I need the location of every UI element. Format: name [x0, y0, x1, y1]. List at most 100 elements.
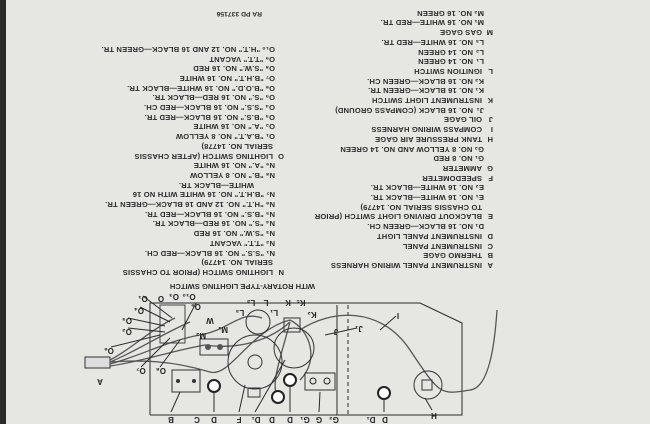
label-d: D: [382, 415, 388, 424]
legend-item: SERIAL NO. 14779): [101, 258, 284, 268]
legend-item: N₆"H.T." NO. 12 AND 16 BLACK—GREEN TR.: [101, 199, 284, 209]
label-o3: O₃: [169, 292, 179, 301]
legend-item: G₁NO. 8 RED: [315, 154, 493, 164]
legend-item: N₃"S.W." NO. 16 RED: [101, 228, 284, 238]
legend-item: L₁NO. 14 GREEN: [315, 57, 493, 67]
legend-item: O₅"S." NO. 16 RED—BLACK TR.: [101, 93, 284, 103]
legend-code: O: [277, 151, 284, 161]
compass-harness-wire: [299, 309, 498, 393]
legend-code: N₅: [265, 209, 275, 219]
legend-code: G₁: [474, 154, 484, 164]
panel-light: [207, 379, 221, 393]
label-o4: O₄: [134, 306, 144, 315]
legend-item: HTANK PRESSURE AIR GAGE: [315, 134, 493, 144]
label-a: A: [97, 377, 103, 386]
label-j: J: [334, 327, 338, 336]
legend-item: WHITE—BLACK TR.: [101, 180, 284, 190]
diagram-title: WITH ROTARY-TYPE LIGHTING SWITCH: [169, 282, 315, 291]
label-d1: D₁: [366, 415, 376, 424]
legend-code: B: [487, 251, 493, 261]
speedometer: [227, 334, 283, 398]
legend-text: SERIAL NO. 14779): [201, 258, 273, 268]
legend-item: J₁NO. 16 BLACK (COMPASS GROUND): [315, 105, 493, 115]
legend-text: THERMO GAGE: [422, 251, 482, 261]
label-c: C: [194, 415, 200, 424]
legend-item: O₂"A." NO. 16 WHITE: [101, 122, 284, 132]
legend-item: OLIGHTING SWITCH (AFTER CHASSIS: [101, 151, 284, 161]
legend-item: B THERMO GAGE: [315, 251, 493, 261]
label-o5: O₅: [122, 316, 132, 325]
label-o1: O₁: [138, 294, 148, 303]
legend-text: NO. 14 GREEN: [418, 47, 473, 57]
legend-text: "B.H.T." NO. 16 WHITE WITH NO 16: [132, 190, 264, 200]
leader-lines: [110, 295, 433, 413]
legend-item: D₁NO. 16 BLACK—GREEN CH.: [315, 221, 493, 231]
legend-text: NO. 16 WHITE—BLACK TR.: [370, 183, 473, 193]
legend-text: OIL GAGE: [443, 115, 482, 125]
label-l2: L₂: [246, 298, 255, 307]
legend-code: L₂: [475, 47, 484, 57]
label-f: F: [236, 415, 241, 424]
panel-light: [283, 373, 297, 387]
label-o: O: [158, 294, 164, 303]
legend-code: J: [488, 115, 493, 125]
legend-code: F: [488, 173, 493, 183]
legend-item: O₃"B.S." NO. 16 BLACK—RED TR.: [101, 112, 284, 122]
legend-code: N₁: [266, 248, 275, 258]
legend-code: I: [490, 125, 493, 135]
legend-item: N₇"B.H.T." NO. 16 WHITE WITH NO 16: [101, 190, 284, 200]
legend-code: L: [488, 66, 493, 76]
legend-item: K₁NO. 16 BLACK—GREEN TR.: [315, 86, 493, 95]
legend-text: INSTRUMENT PANEL WIRING HARNESS: [330, 261, 482, 270]
legend-item: CINSTRUMENT PANEL: [315, 241, 493, 251]
legend-text: NO. 14 GREEN: [418, 57, 473, 67]
legend-item: N₄"S." NO. 16 RED—BLACK TR.: [101, 219, 284, 228]
legend-code: O₇: [265, 73, 275, 83]
legend-code: M: [486, 28, 493, 38]
legend-item: N₅"B.S." NO. 16 BLACK—RED TR.: [101, 209, 284, 219]
legend-text: SERIAL NO. 14778): [201, 141, 273, 151]
legend-text: NO. 16 WHITE—RED TR.: [381, 37, 473, 47]
gas-gauge-terminals: [199, 338, 229, 356]
legend-text: NO. 16 BLACK—GREEN CH.: [367, 76, 473, 86]
legend-item: O₇"B.H.T." NO. 16 WHITE: [101, 73, 284, 83]
legend-text: NO. 8 RED: [433, 154, 473, 164]
thermo-gauge: [171, 369, 201, 393]
legend-item: M₂NO. 16 GREEN: [315, 8, 493, 18]
legend-code: O₅: [265, 93, 275, 103]
legend-text: "H.T." NO. 12 AND 16 BLACK—GREEN TR.: [101, 44, 261, 54]
label-k1: K₁: [296, 298, 306, 307]
legend-item: O₁"B.A.T." NO. 8 YELLOW: [101, 131, 284, 141]
legend-item: E₂NO. 16 WHITE—BLACK TR.: [315, 183, 493, 193]
legend-text: "S.W." NO. 16 RED: [193, 64, 264, 74]
legend-text: INSTRUMENT PANEL: [402, 241, 482, 251]
legend-code: O₄: [265, 103, 275, 113]
legend-code: J₁: [476, 105, 484, 115]
panel-edge: [149, 302, 463, 416]
legend-code: A: [487, 261, 493, 270]
diagram-labels: A B C D F D₁ D D G₁ G G₂ D₁ D H I J J₁ K…: [97, 292, 437, 424]
legend-code: O₁₀: [262, 44, 275, 54]
legend-text: "T.T." VACANT: [209, 238, 264, 248]
scan-edge: [0, 0, 6, 424]
panel-light: [377, 386, 391, 400]
legend-text: "B." NO. 8 YELLOW: [189, 170, 264, 180]
legend-code: N: [278, 268, 284, 277]
legend-code: O₆: [265, 83, 275, 93]
legend-text: "B.O.D." NO. 16 WHITE—BLACK TR.: [127, 83, 264, 93]
legend-text: GAS GAGE: [439, 28, 482, 38]
legend-item: O₉"T.T." VACANT: [101, 54, 284, 64]
legend-text: TO CHASSIS SERIAL NO. 14779): [360, 202, 482, 212]
legend-text: NO. 16 GREEN: [417, 8, 472, 18]
legend-text: "B.A.T." NO. 8 YELLOW: [175, 132, 264, 142]
label-d: D: [287, 415, 293, 424]
legend-item: SERIAL NO. 14778): [101, 141, 284, 151]
legend-item: O₄"S.S." NO. 16 BLACK—RED CH.: [101, 102, 284, 112]
legend-code: K₂: [474, 76, 484, 86]
legend-code: N₇: [266, 190, 275, 200]
legend-item: J OIL GAGE: [315, 115, 493, 125]
legend-text: "A." NO. 16 WHITE: [193, 122, 264, 132]
legend-code: N₆: [265, 200, 275, 210]
legend-item: E₁NO. 16 WHITE—BLACK TR.: [315, 192, 493, 202]
